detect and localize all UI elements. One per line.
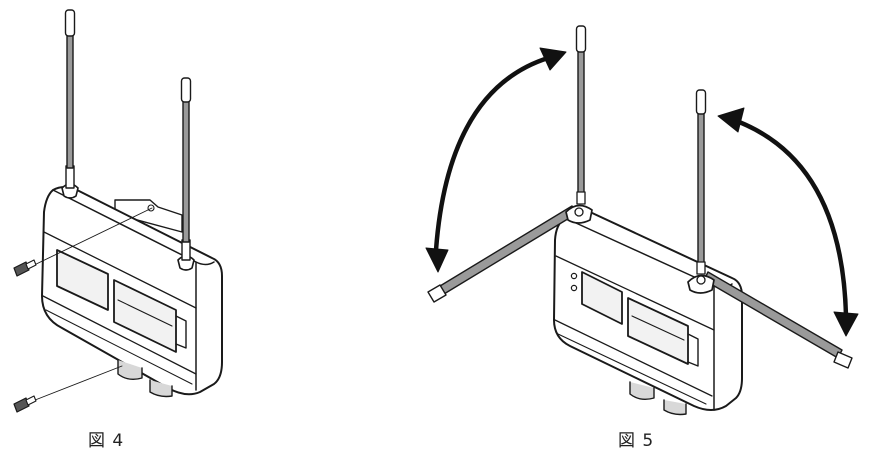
receiver-display-window bbox=[581, 271, 623, 325]
receiver-display-window bbox=[56, 249, 109, 311]
receiver-bottom-foot bbox=[629, 381, 655, 401]
figure-5-antenna-rotation bbox=[425, 25, 859, 416]
antenna-right bbox=[177, 77, 195, 271]
antenna-left-vertical bbox=[575, 25, 587, 205]
receiver-rib bbox=[555, 255, 715, 331]
receiver-rib bbox=[42, 295, 197, 375]
figure-4-caption: 図 4 bbox=[88, 431, 125, 451]
receiver-rib bbox=[43, 231, 197, 309]
bracket-screw-hole bbox=[147, 204, 155, 212]
receiver-battery-slot bbox=[627, 297, 689, 365]
rotation-arrow-left bbox=[425, 47, 567, 273]
antenna-right-vertical bbox=[695, 89, 707, 275]
receiver-side-connector bbox=[175, 315, 187, 349]
screw-guide-line bbox=[27, 207, 153, 269]
receiver-bottom-foot bbox=[117, 359, 143, 381]
figure-4-receiver-mounting bbox=[13, 9, 223, 413]
receiver-rib bbox=[554, 319, 713, 397]
screw-guide-line bbox=[29, 365, 123, 403]
receiver-top-edge bbox=[52, 189, 215, 391]
receiver-bottom-foot bbox=[149, 379, 173, 398]
figure-5-caption: 図 5 bbox=[618, 431, 655, 451]
rotation-arrow-right bbox=[717, 107, 859, 337]
receiver-slot-inner-line bbox=[631, 315, 685, 341]
receiver-rib bbox=[45, 309, 193, 385]
receiver-side-connector bbox=[687, 333, 699, 367]
receiver-indicator-led bbox=[570, 272, 578, 280]
receiver-rib bbox=[557, 333, 707, 405]
receiver-slot-inner-line bbox=[117, 299, 173, 327]
receiver-battery-slot bbox=[113, 279, 177, 353]
screw-upper bbox=[13, 259, 37, 277]
screw-lower bbox=[13, 395, 37, 413]
antenna-left bbox=[61, 9, 79, 199]
receiver-indicator-led bbox=[570, 284, 578, 292]
receiver-bottom-foot bbox=[663, 399, 687, 416]
